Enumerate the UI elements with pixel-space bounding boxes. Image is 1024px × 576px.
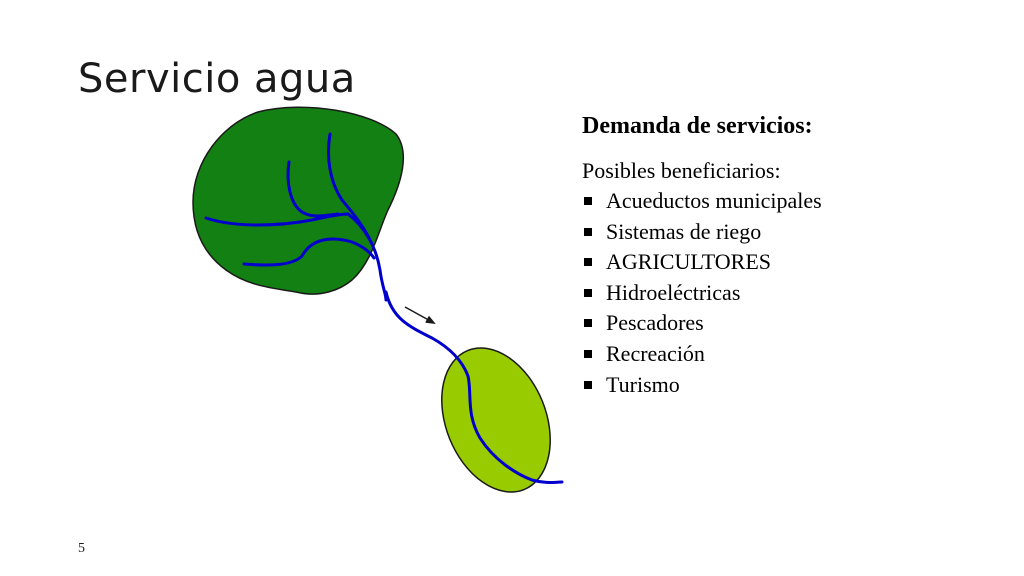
- main-river: [384, 290, 564, 484]
- tributary-upper-left: [286, 160, 340, 218]
- demand-panel: Demanda de servicios: Posibles beneficia…: [582, 110, 1002, 400]
- list-item: AGRICULTORES: [582, 247, 1002, 278]
- beneficiaries-list: Acueductos municipales Sistemas de riego…: [582, 186, 1002, 400]
- river-network: [204, 132, 564, 484]
- list-item-label: AGRICULTORES: [606, 249, 772, 275]
- square-bullet-icon: [584, 258, 592, 267]
- square-bullet-icon: [584, 227, 592, 236]
- list-item: Pescadores: [582, 308, 1002, 339]
- list-item: Hidroeléctricas: [582, 278, 1002, 309]
- demand-heading: Demanda de servicios:: [582, 113, 813, 139]
- page-number: 5: [78, 541, 85, 556]
- list-item-label: Sistemas de riego: [606, 218, 762, 244]
- list-item-label: Turismo: [606, 371, 680, 397]
- list-item-label: Recreación: [606, 340, 705, 366]
- list-item: Recreación: [582, 339, 1002, 370]
- square-bullet-icon: [584, 197, 592, 205]
- tributary-left: [204, 212, 350, 227]
- list-item-label: Acueductos municipales: [606, 188, 822, 213]
- square-bullet-icon: [584, 319, 592, 328]
- upper-watershed: [192, 106, 405, 295]
- list-item: Sistemas de riego: [582, 217, 1002, 248]
- square-bullet-icon: [584, 349, 592, 358]
- square-bullet-icon: [584, 380, 592, 389]
- slide-title: Servicio agua: [78, 56, 356, 102]
- list-item: Acueductos municipales: [582, 186, 1002, 217]
- square-bullet-icon: [584, 288, 592, 297]
- flow-arrow-icon: [404, 306, 436, 324]
- list-item-label: Hidroeléctricas: [606, 279, 741, 305]
- list-item-label: Pescadores: [606, 310, 704, 336]
- list-item: Turismo: [582, 370, 1002, 401]
- beneficiaries-subheading: Posibles beneficiarios:: [582, 158, 781, 183]
- tributary-lower: [242, 237, 376, 267]
